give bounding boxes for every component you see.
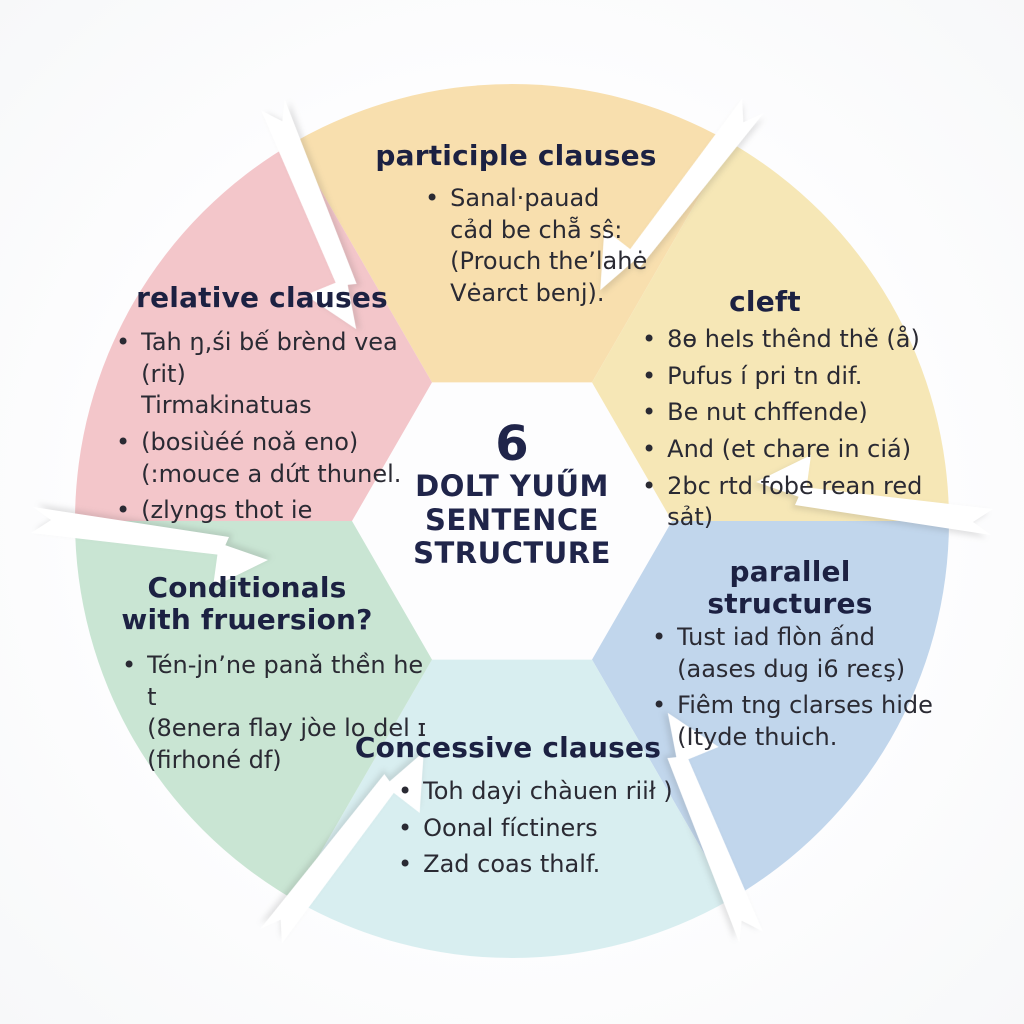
- center-label: 6 DOLT YUŰM SENTENCE STRUCTURE: [372, 420, 652, 569]
- bullet-text: Pufus í pri tn dif.: [667, 361, 863, 390]
- center-title-line-2: SENTENCE: [425, 502, 599, 537]
- bullet-dot: •: [425, 184, 440, 212]
- bullet-item: • Tust iad flòn ấnd (aases dug i6 reεş): [652, 622, 982, 685]
- segment-participle-clauses: [293, 84, 731, 383]
- body-relative-clauses: • Tah ŋ,śi bế brènd vea (rit) Tirmakinatu…: [116, 327, 446, 532]
- bullet-item: • Oonal fíctiners: [398, 813, 728, 845]
- bullet-item: • And (et chare in ciá): [642, 434, 972, 466]
- bullet-text: Tust iad flòn ấnd (aases dug i6 reεş): [677, 623, 906, 683]
- bullet-text: Tén-jnʼne panǎ thền he t (8enera flay jò…: [147, 651, 427, 775]
- body-parallel-structures: • Tust iad flòn ấnd (aases dug i6 reεş) • F…: [652, 622, 982, 759]
- bullet-dot: •: [642, 435, 657, 464]
- segment-concessive-clauses: [293, 659, 731, 958]
- bullet-text: Be nut chffende): [667, 398, 868, 427]
- bullet-text: 8ɵ heIs thênd thě (å): [667, 325, 920, 353]
- body-conditionals-with-inversion: • Tén-jnʼne panǎ thền he t (8enera flay j…: [122, 650, 432, 782]
- bullet-dot: •: [398, 813, 413, 842]
- bullet-text: Tah ŋ,śi bế brènd vea (rit) Tirmakinatua…: [141, 328, 398, 420]
- bullet-item: • (bosiùéé noǎ eno) (:mouce a dứt thunel.: [116, 427, 446, 490]
- segment-relative-clauses: [75, 142, 432, 521]
- bullet-dot: •: [652, 691, 667, 720]
- bullet-item: • Tah ŋ,śi bế brènd vea (rit) Tirmakinatu…: [116, 327, 446, 422]
- segment-parallel-structures: [592, 521, 949, 900]
- center-title-line-3: STRUCTURE: [413, 536, 611, 571]
- bullet-dot: •: [122, 651, 137, 679]
- bullet-item: • (zlyngs thot ie: [116, 495, 446, 527]
- body-participle-clauses: • Sanal·pauad cảd be chẵ sŝ: (Prouch theʼ…: [425, 183, 695, 315]
- bullet-dot: •: [642, 325, 657, 353]
- bullet-item: • Toh dayi chàuen riił ): [398, 776, 728, 808]
- bullet-dot: •: [116, 328, 131, 356]
- bullet-item: • Zad coas thalf.: [398, 849, 728, 881]
- title-conditionals-with-inversion: Conditionals with frɯersion?: [121, 571, 373, 637]
- bullet-dot: •: [642, 471, 657, 500]
- bullet-item: • Tén-jnʼne panǎ thền he t (8enera flay j…: [122, 650, 432, 777]
- bullet-item: • Fiêm tng clarses hide (Ityde thuich.: [652, 690, 982, 753]
- segment-cleft: [592, 142, 949, 521]
- segment-conditionals-with-inversion: [75, 521, 432, 900]
- bullet-dot: •: [116, 428, 131, 457]
- bullet-text: (zlyngs thot ie: [141, 496, 313, 525]
- body-cleft: • 8ɵ heIs thênd thě (å) • Pufus í pri tn di…: [642, 324, 972, 539]
- center-number: 6: [495, 416, 529, 472]
- bullet-item: • 8ɵ heIs thênd thě (å): [642, 324, 972, 356]
- bullet-text: And (et chare in ciá): [667, 435, 912, 464]
- bullet-item: • 2bc rtd fobe rean red sảt): [642, 471, 972, 534]
- bullet-item: • Sanal·pauad cảd be chẵ sŝ: (Prouch theʼ…: [425, 183, 695, 310]
- bullet-text: Sanal·pauad cảd be chẵ sŝ: (Prouch theʼl…: [450, 184, 648, 308]
- bullet-text: Oonal fíctiners: [423, 813, 598, 842]
- bullet-text: Zad coas thalf.: [423, 850, 601, 879]
- title-concessive-clauses: Concessive clauses: [354, 731, 662, 764]
- bullet-text: Fiêm tng clarses hide (Ityde thuich.: [677, 691, 933, 752]
- bullet-text: Toh dayi chàuen riił ): [423, 777, 673, 805]
- body-concessive-clauses: •Toh dayi chàuen riił )•Oonal fíctiners•…: [398, 776, 728, 886]
- title-participle-clauses: participle clauses: [375, 139, 657, 172]
- bullet-dot: •: [398, 850, 413, 879]
- title-parallel-structures: parallel structures: [707, 555, 873, 621]
- bullet-text: (bosiùéé noǎ eno) (:mouce a dứt thunel.: [141, 428, 402, 488]
- bullet-item: • Pufus í pri tn dif.: [642, 361, 972, 393]
- bullet-dot: •: [642, 361, 657, 390]
- bullet-dot: •: [116, 496, 131, 525]
- bullet-dot: •: [642, 398, 657, 427]
- title-cleft: cleft: [729, 285, 801, 318]
- bullet-text: 2bc rtd fobe rean red sảt): [667, 471, 923, 532]
- bullet-dot: •: [652, 623, 667, 651]
- bullet-item: • Be nut chffende): [642, 397, 972, 429]
- title-relative-clauses: relative clauses: [136, 281, 388, 314]
- center-title-line-1: DOLT YUŰM: [415, 469, 609, 503]
- bullet-dot: •: [398, 777, 413, 805]
